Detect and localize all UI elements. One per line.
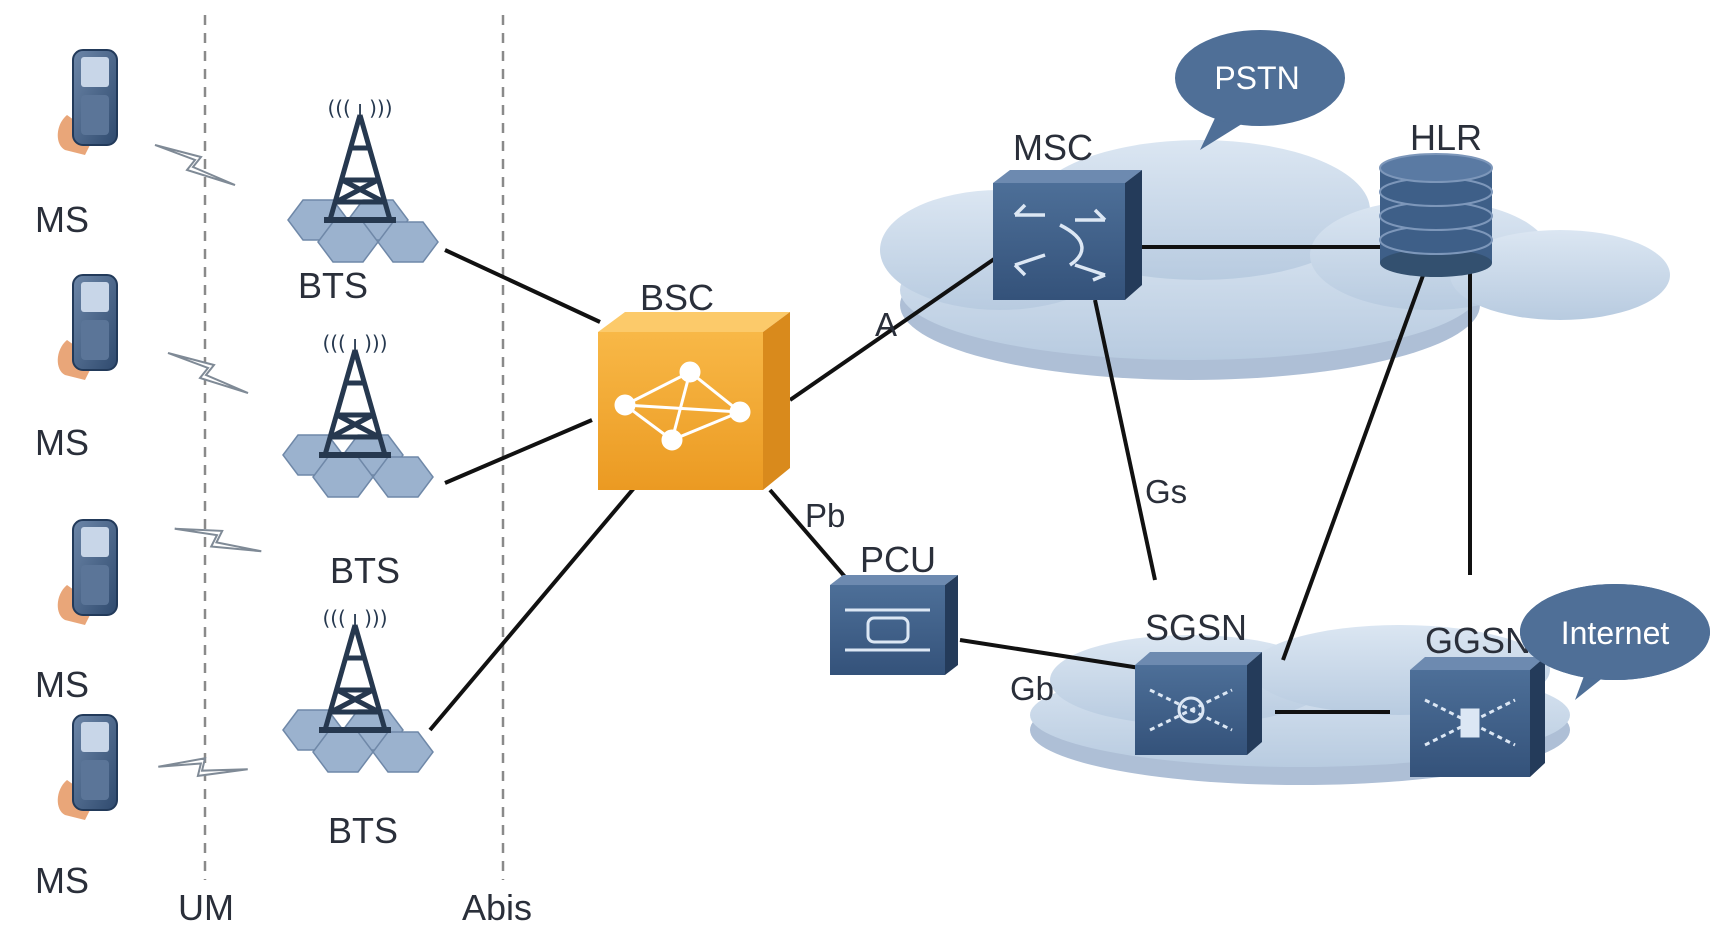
interface-gb-label: Gb bbox=[1010, 670, 1054, 707]
msc-label: MSC bbox=[1013, 127, 1093, 168]
interface-gs-label: Gs bbox=[1145, 473, 1187, 510]
link-pcu-sgsn bbox=[959, 638, 1141, 670]
bsc-device: BSC bbox=[598, 277, 790, 490]
bsc-network-icon bbox=[614, 361, 751, 451]
bts-label: BTS bbox=[298, 265, 368, 306]
hlr-label: HLR bbox=[1410, 117, 1482, 158]
link-bts1-bsc bbox=[444, 248, 601, 324]
bsc-label: BSC bbox=[640, 277, 714, 318]
phone-icon bbox=[56, 49, 118, 156]
ggsn-label: GGSN bbox=[1425, 620, 1531, 661]
ms-label: MS bbox=[35, 664, 89, 705]
sgsn-label: SGSN bbox=[1145, 607, 1247, 648]
phone-icon bbox=[56, 519, 118, 626]
ms-label: MS bbox=[35, 199, 89, 240]
bts-label: BTS bbox=[328, 810, 398, 851]
phone-icon bbox=[56, 274, 118, 381]
links bbox=[428, 245, 1472, 732]
bts-tower-icon bbox=[283, 606, 433, 772]
link-bts2-bsc bbox=[444, 418, 593, 485]
bts-tower-icon bbox=[283, 331, 433, 497]
link-msc-sgsn bbox=[1093, 299, 1157, 581]
internet-label: Internet bbox=[1561, 615, 1670, 651]
link-hlr-sgsn bbox=[1281, 269, 1427, 661]
um-label: UM bbox=[178, 887, 234, 928]
msc-switch-icon bbox=[1013, 203, 1107, 282]
pcu-device: PCU bbox=[830, 539, 958, 675]
lightning-icon bbox=[157, 731, 249, 805]
pcu-label: PCU bbox=[860, 539, 936, 580]
lightning-icon bbox=[167, 352, 249, 394]
lightning-icon bbox=[173, 511, 263, 569]
bts-tower-icon bbox=[288, 96, 438, 262]
bts-label: BTS bbox=[330, 550, 400, 591]
link-bsc-msc bbox=[788, 253, 1002, 402]
lightning-icon bbox=[154, 144, 236, 186]
ms-label: MS bbox=[35, 860, 89, 901]
internet-bubble-front: Internet bbox=[1520, 584, 1710, 680]
ms-group: MS MS MS MS bbox=[35, 49, 263, 901]
pcu-switch-icon bbox=[845, 608, 930, 652]
interface-pb-label: Pb bbox=[805, 497, 845, 534]
sgsn-switch-icon bbox=[1149, 688, 1233, 732]
bts-group: BTS BTS BTS bbox=[283, 96, 438, 851]
interface-a-label: A bbox=[875, 306, 897, 343]
pstn-cloud: PSTN bbox=[1175, 30, 1345, 150]
hlr-database-icon: HLR bbox=[1379, 117, 1493, 277]
abis-label: Abis bbox=[462, 887, 532, 928]
link-bts3-bsc bbox=[428, 473, 647, 732]
ggsn-device: GGSN bbox=[1410, 620, 1545, 777]
msc-device: MSC bbox=[993, 127, 1142, 300]
sgsn-device: SGSN bbox=[1135, 607, 1262, 755]
ggsn-switch-icon bbox=[1424, 698, 1516, 747]
ms-label: MS bbox=[35, 422, 89, 463]
pstn-label: PSTN bbox=[1214, 60, 1299, 96]
phone-icon bbox=[56, 714, 118, 821]
